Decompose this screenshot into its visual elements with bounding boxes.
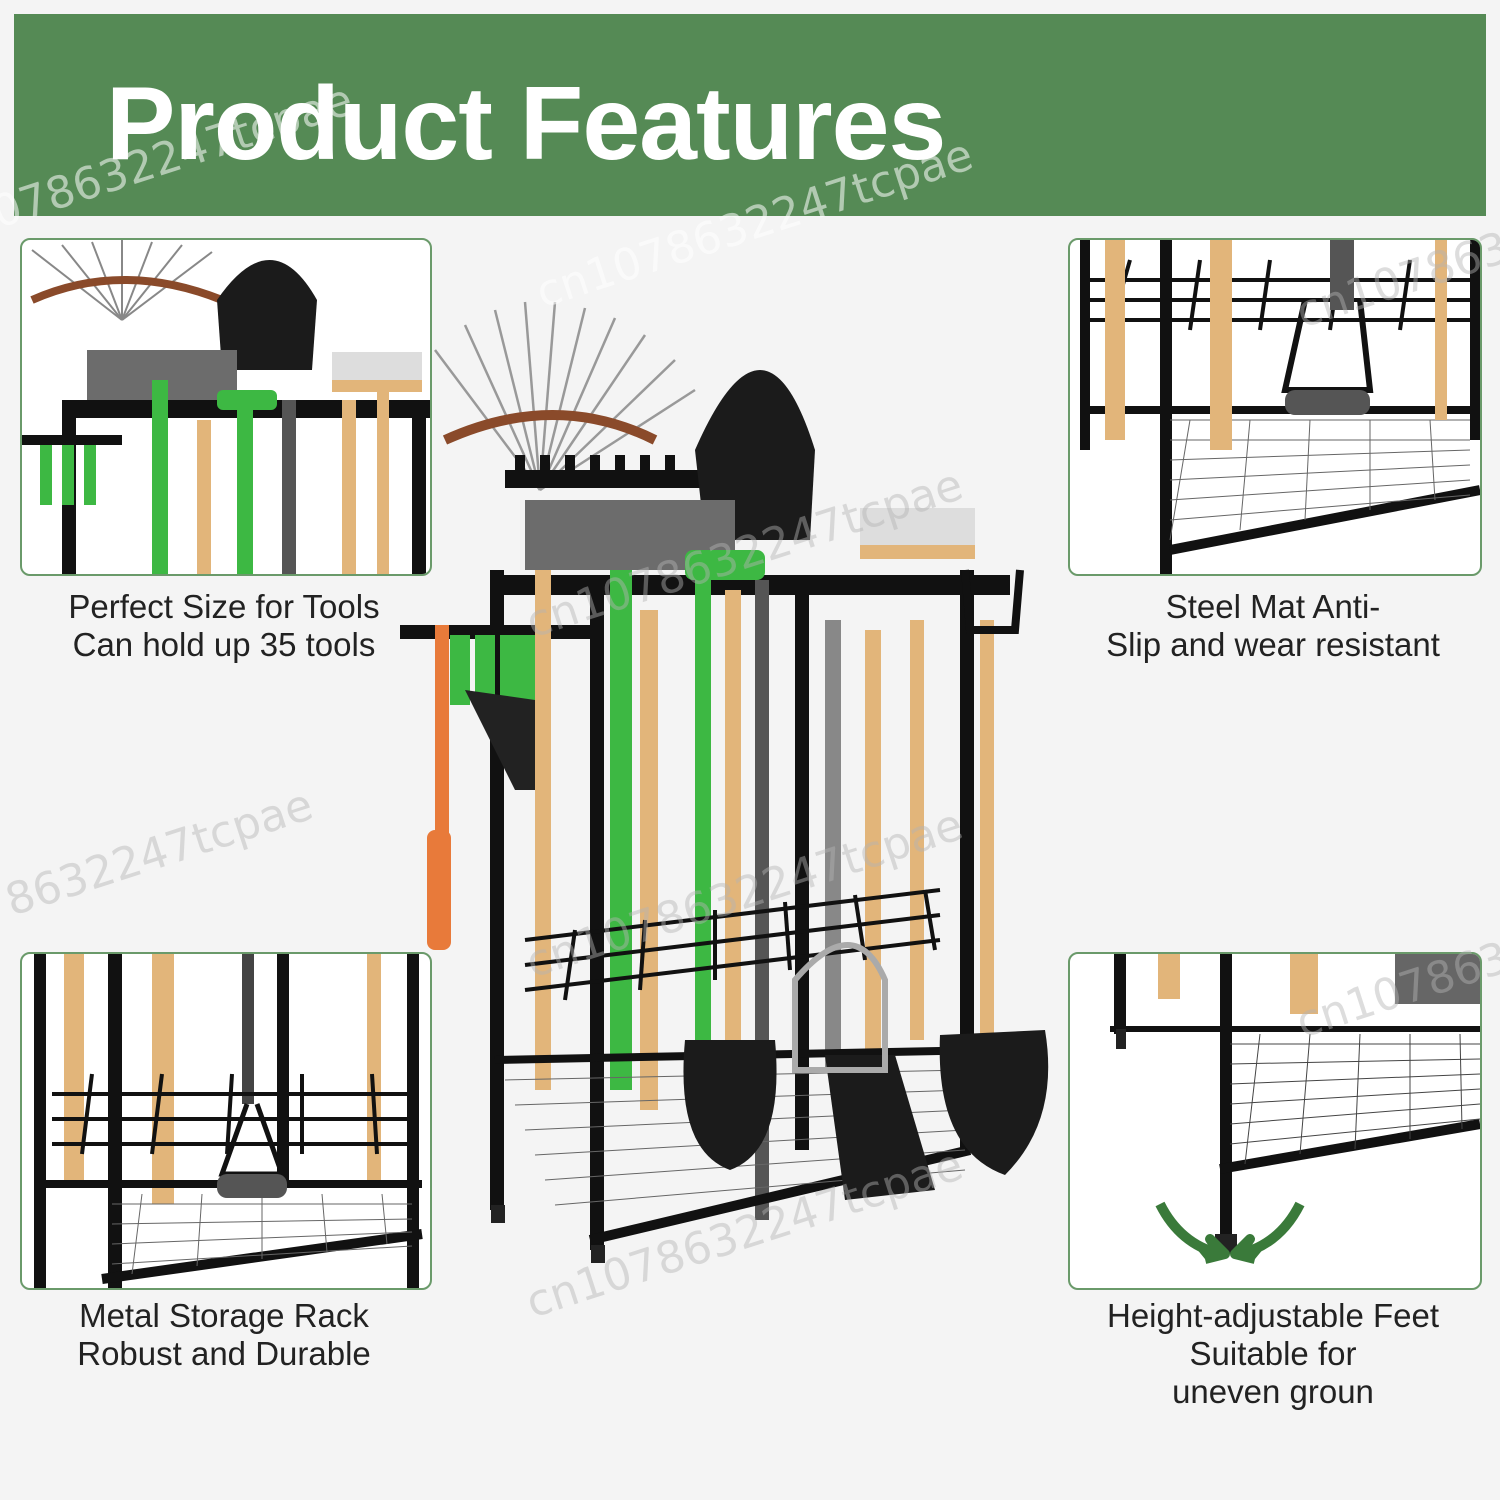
caption-line: Suitable for	[1189, 1335, 1357, 1372]
panel-adjustable-feet	[1068, 952, 1482, 1290]
page-title: Product Features	[106, 66, 946, 182]
adjustable-feet-closeup-image	[1110, 954, 1480, 1264]
caption-line: Steel Mat Anti-	[1165, 588, 1381, 625]
panel-metal-rack	[20, 952, 432, 1290]
caption-line: Metal Storage Rack	[79, 1297, 369, 1334]
panel-tool-capacity	[20, 238, 432, 576]
caption-line: Robust and Durable	[77, 1335, 371, 1372]
metal-rack-closeup-image	[34, 954, 423, 1288]
arrow-left-icon	[1155, 1201, 1230, 1264]
watermark: cn1078632247tcpae	[0, 779, 319, 969]
caption-line: uneven groun	[1172, 1373, 1374, 1410]
caption-line: Slip and wear resistant	[1106, 626, 1440, 663]
main-product-image	[395, 290, 1065, 1280]
garden-tool-rack-image	[400, 301, 1049, 1263]
caption-steel-mat: Steel Mat Anti- Slip and wear resistant	[1068, 588, 1478, 664]
caption-line: Perfect Size for Tools	[68, 588, 380, 625]
caption-line: Height-adjustable Feet	[1106, 1297, 1440, 1334]
caption-metal-rack: Metal Storage Rack Robust and Durable	[20, 1297, 428, 1373]
header-banner: Product Features	[14, 14, 1486, 216]
steel-mat-closeup-image	[1080, 240, 1480, 574]
caption-tool-capacity: Perfect Size for Tools Can hold up 35 to…	[20, 588, 428, 664]
caption-line: Can hold up 35 tools	[72, 626, 376, 663]
panel-steel-mat	[1068, 238, 1482, 576]
arrow-right-icon	[1230, 1201, 1305, 1264]
caption-adjustable-feet: Height-adjustable Feet Suitable for unev…	[1068, 1297, 1478, 1411]
tool-rack-closeup-image	[22, 240, 430, 574]
